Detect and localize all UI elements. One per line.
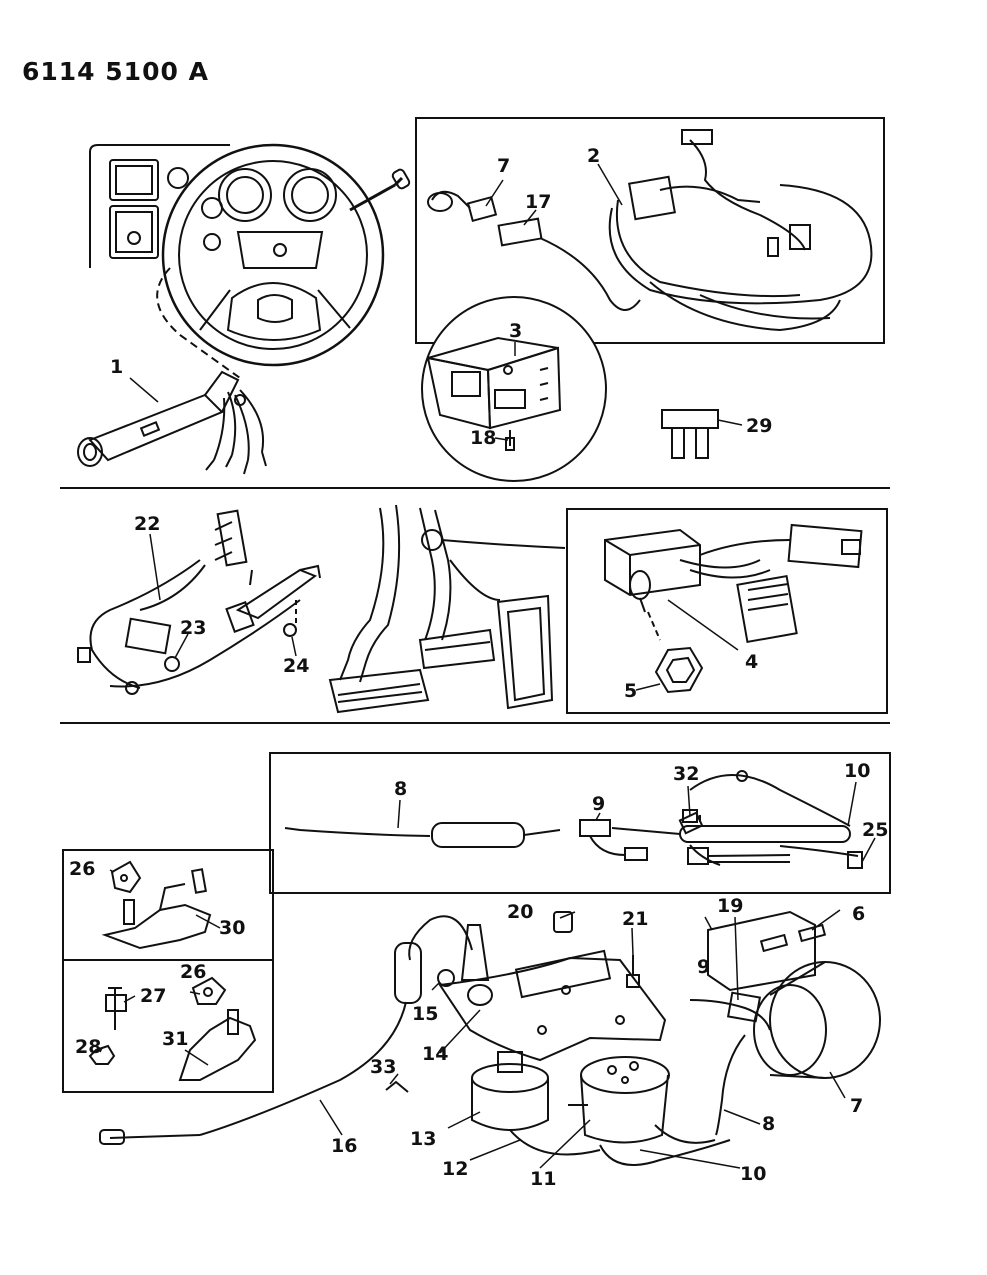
switch-inset-frame (566, 508, 888, 714)
callout-10-assembly: 10 (740, 1163, 766, 1185)
callout-17: 17 (525, 191, 551, 213)
bracket-inset-upper-parts (101, 860, 212, 950)
callout-16: 16 (331, 1135, 357, 1157)
harness-connector-main (628, 175, 676, 221)
callout-27: 27 (140, 985, 166, 1007)
part-23-nut (164, 656, 180, 672)
callout-10-cable-inset: 10 (844, 760, 870, 782)
callout-12: 12 (442, 1158, 468, 1180)
callout-19: 19 (717, 895, 743, 917)
callout-11: 11 (530, 1168, 556, 1190)
part-20-bracket (553, 911, 573, 933)
frames (60, 117, 891, 1093)
callout-8-assembly: 8 (762, 1113, 775, 1135)
callout-3: 3 (509, 320, 522, 342)
part-24-clip (283, 623, 297, 637)
servo-assembly (99, 910, 881, 1166)
wiring-harness-inset (427, 129, 873, 332)
callout-21: 21 (622, 908, 648, 930)
callout-15: 15 (412, 1003, 438, 1025)
part-5-retainer (654, 646, 704, 694)
part-3-module (426, 336, 562, 451)
callout-29: 29 (746, 415, 772, 437)
callout-30: 30 (219, 917, 245, 939)
bracket-inset-frame-lower (62, 959, 274, 1093)
callout-9-assembly: 9 (697, 956, 710, 978)
part-17-connector (497, 217, 543, 247)
document-id: 6114 5100 A (22, 57, 209, 86)
harness-connector-side (789, 224, 811, 250)
callout-26-upper: 26 (69, 858, 95, 880)
callout-23: 23 (180, 617, 206, 639)
cable-inset-parts (284, 770, 863, 869)
part-29-fuse (661, 409, 719, 459)
callout-7-harness: 7 (497, 155, 510, 177)
leader-lines (99, 163, 876, 1169)
callout-8-cable-inset: 8 (394, 778, 407, 800)
callout-7-module: 7 (850, 1095, 863, 1117)
callout-31: 31 (162, 1028, 188, 1050)
callout-32: 32 (673, 763, 699, 785)
callout-6: 6 (852, 903, 865, 925)
callout-25: 25 (862, 819, 888, 841)
callout-1: 1 (110, 356, 123, 378)
callout-22: 22 (134, 513, 160, 535)
callout-9-cable-inset: 9 (592, 793, 605, 815)
callout-33: 33 (370, 1056, 396, 1078)
callout-14: 14 (422, 1043, 448, 1065)
callout-2: 2 (587, 145, 600, 167)
callout-28: 28 (75, 1036, 101, 1058)
part-7-connector (466, 195, 498, 223)
bracket-inset-lower-parts (88, 976, 257, 1081)
dashboard-steering-wheel (89, 143, 411, 379)
callout-18: 18 (470, 427, 496, 449)
callout-13: 13 (410, 1128, 436, 1150)
part-1-control-stalk (77, 370, 267, 475)
callout-labels: 1 2 3 4 5 6 7 7 8 8 9 9 10 10 11 12 13 1… (69, 145, 888, 1190)
harness-inset-frame (415, 117, 885, 344)
callout-24: 24 (283, 655, 309, 677)
callout-5: 5 (624, 680, 637, 702)
callout-4: 4 (745, 651, 758, 673)
callout-26-lower: 26 (180, 961, 206, 983)
part-32-clip (678, 811, 704, 835)
cable-inset-frame (269, 752, 891, 894)
callout-20: 20 (507, 901, 533, 923)
part-15-nut (437, 969, 455, 987)
part-33-clip (385, 1080, 409, 1093)
part-4-5-brake-switch (604, 523, 863, 694)
pedal-assembly (328, 504, 566, 714)
part-22-harness-and-switch (77, 509, 321, 695)
